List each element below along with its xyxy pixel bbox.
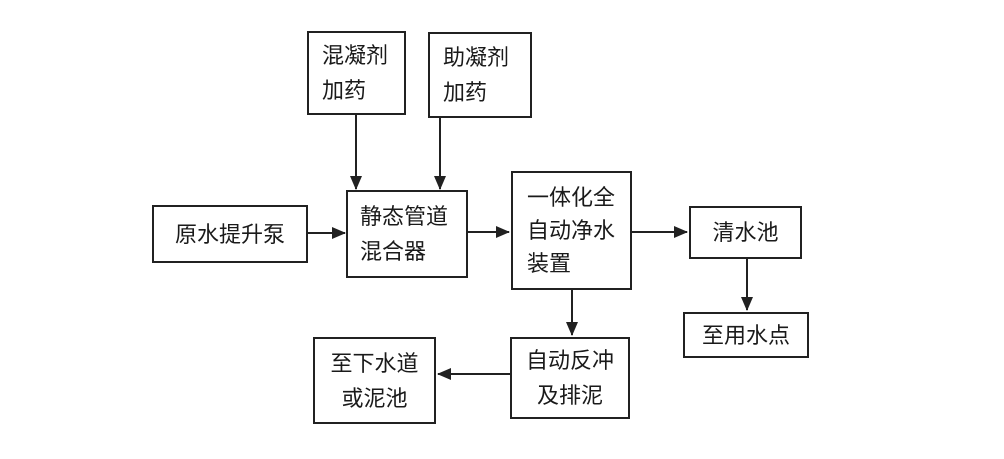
node-coagulant-dosing-line2: 加药	[322, 78, 367, 103]
node-auto-backwash-line2: 及排泥	[536, 383, 603, 408]
node-coagulant-aid-dosing-line2: 加药	[443, 80, 488, 105]
node-static-pipe-mixer-line2: 混合器	[360, 239, 427, 264]
node-to-sewer-or-mud-pool-line2: 或泥池	[341, 385, 408, 411]
node-to-sewer-or-mud-pool: 至下水道 或泥池	[313, 337, 436, 424]
node-to-sewer-or-mud-pool-line1: 至下水道	[330, 350, 419, 376]
node-raw-water-pump-line1: 原水提升泵	[174, 221, 285, 247]
node-coagulant-aid-dosing-line1: 助凝剂	[443, 45, 510, 70]
node-static-pipe-mixer-line1: 静态管道	[360, 204, 449, 229]
node-to-water-use-point-line1: 至用水点	[701, 322, 790, 348]
node-raw-water-pump: 原水提升泵	[152, 205, 308, 263]
node-clear-water-tank-line1: 清水池	[712, 220, 779, 245]
node-integrated-purifier: 一体化全 自动净水 装置	[511, 171, 632, 290]
node-integrated-purifier-line1: 一体化全	[527, 185, 616, 210]
node-auto-backwash: 自动反冲 及排泥	[510, 337, 630, 419]
node-clear-water-tank: 清水池	[689, 206, 802, 259]
node-static-pipe-mixer: 静态管道 混合器	[346, 190, 468, 278]
node-auto-backwash-line1: 自动反冲	[525, 348, 614, 373]
node-coagulant-dosing: 混凝剂 加药	[307, 31, 406, 115]
node-to-water-use-point: 至用水点	[683, 312, 809, 358]
node-coagulant-aid-dosing: 助凝剂 加药	[428, 32, 532, 118]
node-integrated-purifier-line3: 装置	[527, 251, 572, 276]
node-coagulant-dosing-line1: 混凝剂	[322, 43, 389, 68]
node-integrated-purifier-line2: 自动净水	[527, 218, 616, 243]
